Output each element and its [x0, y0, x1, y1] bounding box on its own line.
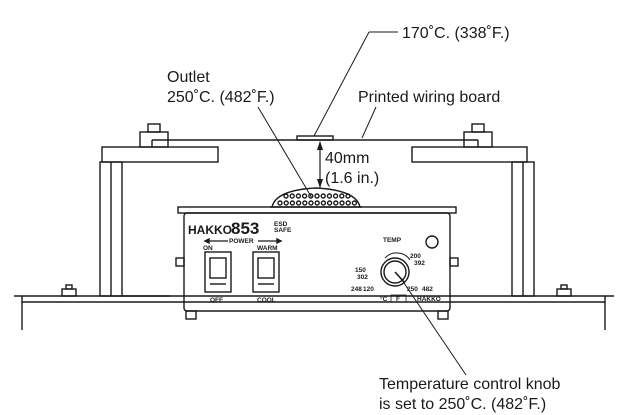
label-power: POWER — [229, 238, 254, 245]
base-plate — [21, 296, 606, 303]
outlet-hole — [326, 193, 333, 199]
dial-150f: 302 — [357, 274, 368, 281]
temperature-control-knob[interactable] — [380, 257, 410, 287]
panel-model: 853 — [231, 219, 259, 238]
station-body — [175, 206, 459, 320]
outlet-hole — [320, 200, 327, 206]
outlet-hole — [308, 200, 314, 206]
right-support-stand — [411, 123, 572, 297]
knob-label-line2: is set to 250˚C. (482˚F.) — [379, 396, 546, 413]
pwb-label: Printed wiring board — [358, 89, 500, 106]
knob-leader — [401, 279, 467, 376]
unit-c: °C — [380, 295, 388, 303]
left-support-stand — [61, 123, 219, 297]
outlet-hole — [314, 200, 320, 206]
outlet-hole — [332, 193, 339, 199]
outlet-hole — [333, 200, 339, 206]
unit-f: F — [396, 296, 400, 303]
outlet-hole — [326, 200, 333, 206]
dial-scale-arc — [384, 252, 411, 261]
outlet-hole — [295, 193, 302, 199]
dial-200: 200 — [410, 253, 421, 260]
warm-cool-switch[interactable] — [252, 251, 280, 293]
outlet-temp-label: 250˚C. (482˚F.) — [167, 89, 275, 106]
outlet-hole — [339, 193, 345, 199]
outlet-title: Outlet — [167, 69, 210, 86]
unit-box — [390, 294, 407, 303]
dial-250f: 482 — [422, 286, 433, 293]
outlet-hole — [351, 200, 358, 206]
outlet-hole — [283, 200, 289, 206]
panel-esd-sub: SAFE — [274, 227, 292, 234]
dial-120: 120 — [363, 286, 374, 293]
label-on: ON — [203, 245, 213, 252]
label-warm: WARM — [257, 245, 278, 252]
label-cool: COOL — [257, 297, 276, 304]
printed-wiring-board — [151, 135, 479, 147]
panel-logo-small: HAKKO — [417, 296, 441, 303]
board-temp-label: 170˚C. (338˚F.) — [402, 25, 510, 42]
outlet-hole — [283, 193, 289, 199]
gap-mm-label: 40mm — [325, 150, 369, 167]
dial-150: 150 — [355, 267, 366, 274]
outlet-hole — [289, 193, 295, 199]
power-arrow-heads — [203, 237, 283, 245]
label-temp: TEMP — [383, 237, 402, 244]
gap-in-label: (1.6 in.) — [325, 170, 379, 187]
dial-200f: 392 — [414, 260, 425, 267]
outlet-leader — [257, 106, 313, 199]
outlet-hole — [339, 200, 345, 206]
dial-250: 250 — [407, 286, 418, 293]
panel-esd: ESD — [274, 221, 288, 228]
power-switch[interactable] — [204, 251, 232, 293]
outlet-hole — [345, 200, 351, 206]
outlet-hole — [301, 193, 308, 199]
board-temp-leader — [313, 31, 370, 137]
panel-brand: HAKKO — [188, 223, 232, 237]
dial-120f: 248 — [351, 286, 362, 293]
indicator-lamp — [425, 235, 439, 249]
outlet-hole — [295, 200, 302, 206]
outlet-hole — [302, 200, 308, 206]
outlet-hole — [277, 200, 283, 206]
outlet-hole — [314, 193, 320, 199]
outlet-hole — [345, 193, 351, 199]
outlet-hole — [308, 193, 314, 199]
outlet-hole — [320, 193, 326, 199]
label-off: OFF — [210, 297, 223, 304]
knob-label-line1: Temperature control knob — [379, 376, 561, 393]
outlet-hole — [289, 200, 296, 206]
pwb-leader — [361, 106, 377, 139]
outlet-holes — [277, 193, 358, 206]
